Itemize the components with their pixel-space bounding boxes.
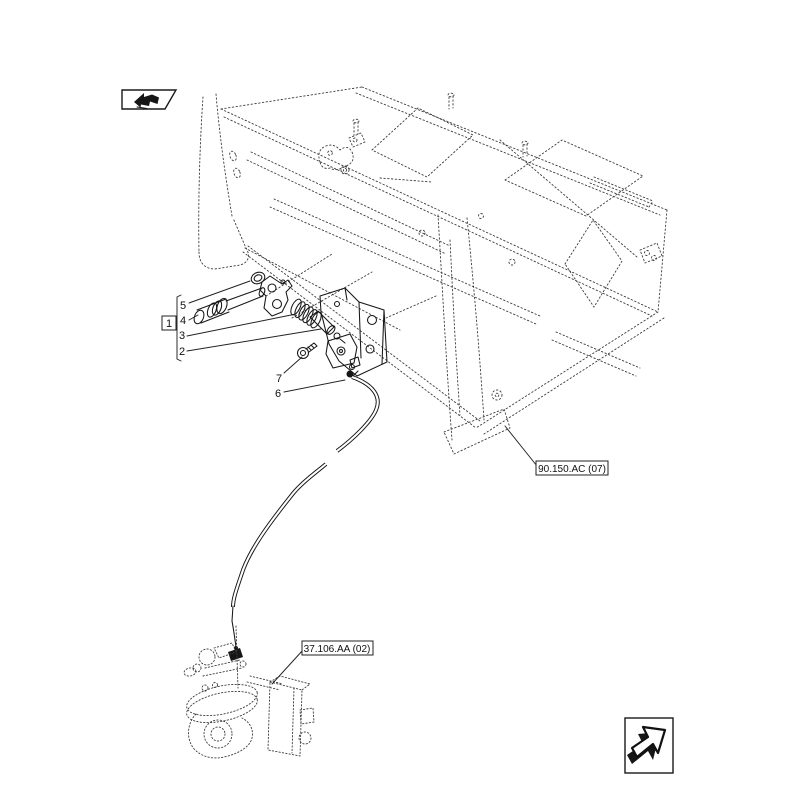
ref-37-106-leader bbox=[271, 649, 304, 685]
ref-90-150-box[interactable] bbox=[535, 460, 609, 476]
reference-labels: 90.150.AC (07) 37.106.AA (02) bbox=[271, 425, 609, 685]
plunger-part bbox=[309, 310, 346, 344]
knob-rod-part bbox=[193, 287, 266, 325]
switch-body-part bbox=[325, 333, 361, 369]
callout-5: 5 bbox=[180, 300, 186, 312]
ref-90-150-label[interactable]: 90.150.AC (07) bbox=[538, 464, 606, 475]
control-cable bbox=[228, 370, 380, 661]
hitch-mechanism bbox=[183, 625, 315, 759]
callout-7-leader bbox=[283, 356, 303, 374]
mounting-bracket-part bbox=[319, 287, 388, 377]
lever-link-part bbox=[259, 275, 293, 317]
callout-4-leader bbox=[188, 314, 199, 321]
parts-assembly bbox=[193, 271, 388, 377]
arrow-face bbox=[630, 725, 667, 759]
o-ring-part bbox=[250, 271, 266, 285]
callout-6-leader bbox=[283, 379, 346, 393]
ref-37-106-label[interactable]: 37.106.AA (02) bbox=[304, 644, 371, 655]
ref-37-106-box[interactable] bbox=[301, 640, 374, 656]
callout-4: 4 bbox=[180, 315, 186, 327]
callout-group-bracket bbox=[176, 294, 182, 362]
callout-7: 7 bbox=[276, 373, 282, 385]
view-back-icon[interactable] bbox=[121, 89, 178, 110]
cab-floor-frame bbox=[198, 86, 668, 455]
callouts: 1 5 4 3 2 7 6 bbox=[161, 280, 346, 400]
callout-3-leader bbox=[186, 313, 297, 337]
callout-1-box bbox=[161, 315, 177, 331]
callout-5-leader bbox=[188, 280, 251, 304]
callout-2-leader bbox=[186, 328, 322, 352]
callout-2: 2 bbox=[179, 346, 185, 358]
callout-3: 3 bbox=[179, 330, 185, 342]
view-next-icon[interactable] bbox=[624, 717, 674, 774]
bolt-part bbox=[296, 342, 318, 360]
callout-6: 6 bbox=[275, 388, 281, 400]
callout-1: 1 bbox=[166, 318, 172, 330]
ref-90-150-leader bbox=[504, 425, 538, 467]
